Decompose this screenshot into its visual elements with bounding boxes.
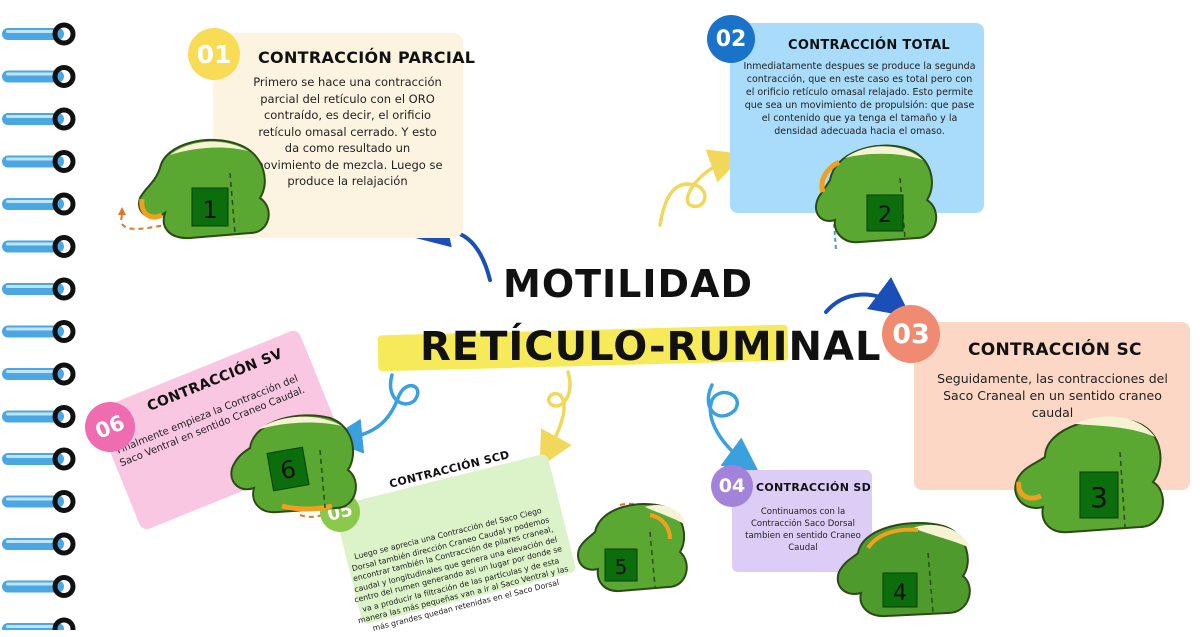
- spiral-ring: [2, 447, 76, 471]
- spiral-ring: [2, 362, 76, 386]
- arrow-to-step-4: [706, 383, 760, 473]
- step-4-number-badge: 04: [711, 465, 753, 507]
- step-3-number-badge: 03: [882, 305, 940, 363]
- stomach-figure-2: 2: [805, 140, 945, 250]
- stomach-figure-5-label: 5: [615, 555, 628, 579]
- spiral-ring: [2, 22, 76, 46]
- stomach-figure-2-label: 2: [878, 203, 892, 228]
- spiral-ring: [2, 235, 76, 258]
- spiral-ring: [2, 532, 76, 556]
- stomach-figure-6-label: 6: [278, 455, 298, 485]
- arrow-to-step-5: [539, 370, 572, 468]
- spiral-ring: [2, 405, 76, 428]
- step-3-body: Seguidamente, las contracciones del Saco…: [937, 371, 1168, 420]
- step-4-title: CONTRACCIÓN SD: [756, 481, 871, 494]
- step-3-title: CONTRACCIÓN SC: [968, 340, 1142, 360]
- main-title-line-1: MOTILIDAD: [503, 262, 754, 306]
- stomach-figure-4: 4: [828, 518, 976, 618]
- spiral-ring: [2, 192, 76, 216]
- arrow-to-step-2: [658, 149, 745, 227]
- step-4-card: [732, 470, 872, 572]
- stomach-figure-5: 5: [570, 497, 690, 597]
- step-1-body: Primero se hace una contracción parcial …: [252, 75, 443, 188]
- spiral-binding: [2, 22, 76, 630]
- spiral-ring: [2, 277, 76, 301]
- stomach-figure-3: 3: [1005, 412, 1170, 537]
- stomach-figure-3-label: 3: [1090, 481, 1108, 514]
- step-2-title: CONTRACCIÓN TOTAL: [788, 38, 951, 53]
- stomach-figure-4-label: 4: [893, 581, 907, 606]
- stomach-figure-1-label: 1: [202, 196, 217, 224]
- spiral-ring: [2, 107, 76, 131]
- step-4-body: Continuamos con la Contracción Saco Dors…: [745, 507, 861, 553]
- step-1-title: CONTRACCIÓN PARCIAL: [258, 48, 476, 67]
- motion-arrow-1-head: [118, 207, 126, 215]
- step-2-body: Inmediatamente despues se produce la seg…: [743, 61, 976, 137]
- stomach-figure-1: 1: [130, 133, 275, 243]
- stomach-figure-6: 6: [222, 410, 362, 520]
- arrow-to-step-3: [824, 277, 912, 317]
- step-1-number-badge: 01: [188, 28, 240, 80]
- spiral-ring: [2, 65, 76, 88]
- main-title-line-2: RETÍCULO-RUMINAL: [420, 324, 882, 370]
- spiral-ring: [2, 575, 76, 598]
- spiral-ring: [2, 150, 76, 173]
- spiral-ring: [2, 320, 76, 343]
- spiral-ring: [2, 490, 76, 513]
- spiral-ring: [2, 617, 76, 630]
- step-2-number-badge: 02: [707, 15, 755, 63]
